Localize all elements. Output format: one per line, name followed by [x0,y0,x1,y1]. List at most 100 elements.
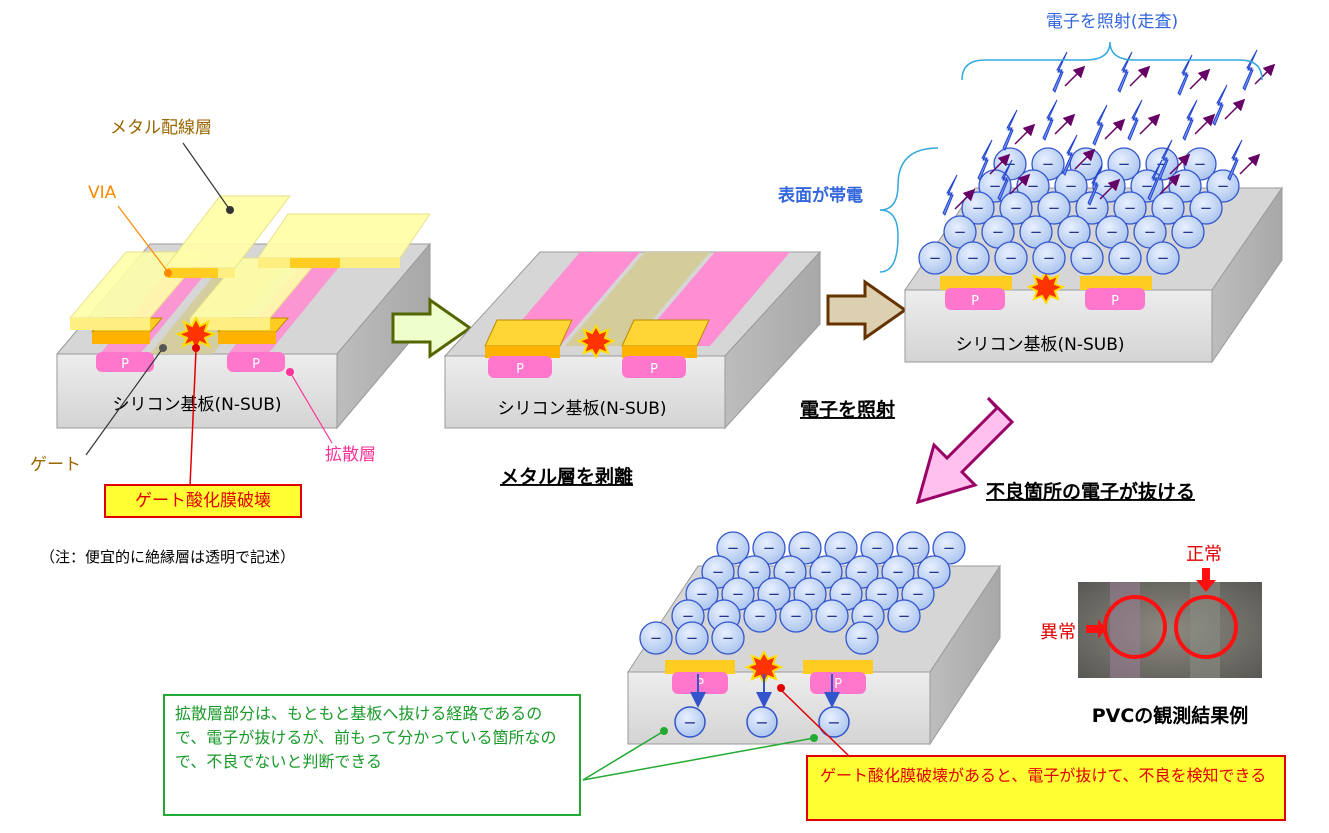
svg-text:−: − [1179,177,1192,195]
electron: − [994,241,1028,275]
p-label: P [121,357,129,372]
svg-text:−: − [827,713,840,732]
pvc-photo [1078,568,1262,678]
electron: − [845,555,879,589]
emission-arrow [989,153,1011,175]
electron-beam-icon [977,139,993,181]
electron-irradiate-label: 電子を照射 [800,398,895,421]
svg-text:−: − [928,563,941,581]
svg-text:−: − [1119,249,1132,267]
electron: − [1108,241,1142,275]
metal-strip-label: メタル層を剥離 [500,465,633,488]
svg-text:−: − [1124,199,1137,217]
defect-electrons-label: 不良箇所の電子が抜ける [986,480,1195,503]
electron-beam-icon [1002,109,1018,151]
emission-arrow [1169,153,1191,175]
diffusion-explanation-text: 拡散層部分は、もともと基板へ抜ける経路であるので、電子が抜けるが、前もって分かっ… [175,704,557,771]
electron: − [639,621,673,655]
svg-text:−: − [912,585,925,603]
emission-arrow [954,188,976,210]
electron: − [932,531,966,565]
svg-text:−: − [1157,249,1170,267]
normal-marker [1174,595,1238,659]
detection-explanation-text: ゲート酸化膜破壊があると、電子が抜けて、不良を検知できる [820,766,1267,785]
svg-text:−: − [804,585,817,603]
electron: − [675,621,709,655]
svg-text:−: − [1106,223,1119,241]
emission-arrow [1239,153,1261,175]
electron-beam-icon [1147,159,1163,201]
process-arrow-3 [915,396,1015,505]
detection-explanation-note: ゲート酸化膜破壊があると、電子が抜けて、不良を検知できる [806,755,1286,821]
p-label: P [834,677,842,692]
electron: − [1151,191,1185,225]
p-label: P [696,677,704,692]
emission-arrow [1224,98,1246,120]
emission-arrow [1074,148,1096,170]
diffusion-label: 拡散層 [325,445,376,465]
svg-text:−: − [790,607,803,625]
emission-arrow [1009,173,1031,195]
svg-text:−: − [1081,249,1094,267]
block-3: P P シリコン基板(N-SUB) −−−−−−−−−−−−−−−−−−−−−−… [904,49,1283,364]
svg-text:−: − [722,629,735,647]
electron-beams [942,49,1276,216]
scan-brace [961,41,1263,81]
pvc-result-label: PVCの観測結果例 [1092,704,1249,727]
p-region [227,352,285,372]
electron-beam-icon [1182,99,1198,141]
svg-text:−: − [835,539,848,557]
electron: − [824,531,858,565]
emission-arrow [1159,173,1181,195]
emission-arrow [1254,63,1276,85]
electron: − [743,599,777,633]
emission-arrow [1014,123,1036,145]
svg-text:−: − [862,607,875,625]
emission-arrow [1139,113,1161,135]
svg-text:−: − [876,585,889,603]
electron: − [918,241,952,275]
svg-text:−: − [682,607,695,625]
electron-beam-icon [997,159,1013,201]
emission-arrow [1104,118,1126,140]
process-arrow-2 [826,279,908,341]
svg-text:−: − [943,539,956,557]
normal-label: 正常 [1186,544,1222,565]
electron-beam-icon [1052,51,1068,93]
emission-arrow [1099,178,1121,200]
block-2: P P シリコン基板(N-SUB) [443,250,822,430]
transparency-note: （注：便宜的に絶縁層は透明で記述） [40,548,295,566]
electron-scan-label: 電子を照射(走査) [1046,12,1178,32]
electron: − [887,599,921,633]
electron: − [845,621,879,655]
gate-oxide-breakdown-text: ゲート酸化膜破壊 [135,491,271,511]
gate-label: ゲート [30,455,81,475]
electron: − [1095,215,1129,249]
svg-text:−: − [748,563,761,581]
breakdown-burst-icon [576,323,616,360]
electron: − [1171,215,1205,249]
electron: − [1189,191,1223,225]
svg-text:−: − [1048,199,1061,217]
process-arrow-1 [391,297,473,359]
svg-text:−: − [972,199,985,217]
electron-cloud-remaining: −−−−−−−−−−−−−−−−−−−−−−−−−−−−−−−− [639,531,966,655]
svg-text:−: − [898,607,911,625]
svg-text:−: − [754,607,767,625]
emission-arrow [1064,65,1086,87]
electron: − [896,531,930,565]
svg-text:−: − [1043,249,1056,267]
emission-arrow [1129,65,1151,87]
electron: − [999,191,1033,225]
svg-text:−: − [683,713,696,732]
emission-arrow [1194,113,1216,135]
emission-arrow [1054,113,1076,135]
block-4: P P −−−−−−−−−−−−−−−−−−−−−−−−−−−−−−−− − −… [627,531,1001,746]
metal-plate [257,213,431,259]
electron: − [1019,215,1053,249]
svg-text:−: − [840,585,853,603]
emission-arrow [1189,68,1211,90]
escaped-electron: − [674,706,706,738]
svg-text:−: − [1068,223,1081,241]
